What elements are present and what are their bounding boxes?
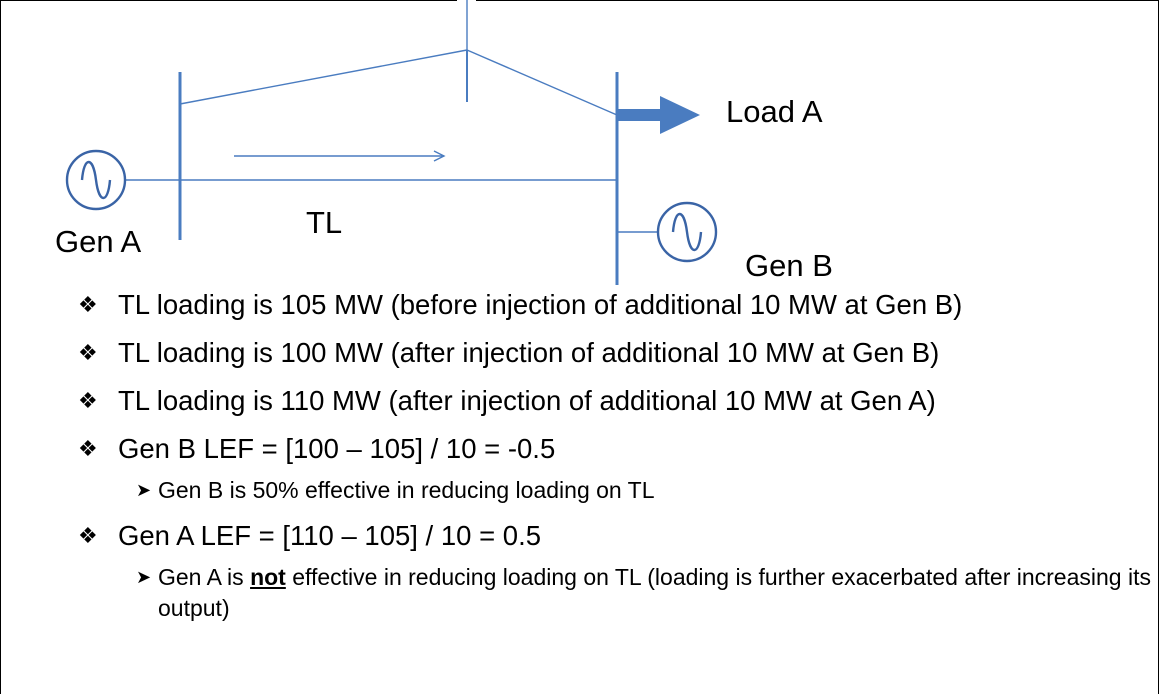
sub-bullet-item: ➤ Gen A is not effective in reducing loa… bbox=[78, 562, 1153, 624]
slide-border-top bbox=[476, 0, 1159, 1]
diamond-bullet-icon: ❖ bbox=[78, 292, 98, 317]
text-before: Gen A is bbox=[158, 564, 251, 590]
sub-bullet-text: Gen B is 50% effective in reducing loadi… bbox=[158, 477, 655, 503]
slide-border-right bbox=[1158, 0, 1159, 694]
line-a-c bbox=[179, 49, 468, 105]
bullet-text: TL loading is 105 MW (before injection o… bbox=[118, 289, 963, 320]
bullet-text: Gen A LEF = [110 – 105] / 10 = 0.5 bbox=[118, 520, 542, 551]
flow-arrow-icon bbox=[234, 150, 446, 162]
bullet-list: ❖ TL loading is 105 MW (before injection… bbox=[78, 287, 1153, 636]
diamond-bullet-icon: ❖ bbox=[78, 436, 98, 461]
sub-bullet-item: ➤ Gen B is 50% effective in reducing loa… bbox=[78, 475, 1153, 506]
gen-a-label: Gen A bbox=[55, 224, 142, 259]
slide-border-left bbox=[0, 0, 1, 694]
arrow-bullet-icon: ➤ bbox=[136, 567, 152, 587]
sine-wave-icon bbox=[656, 201, 718, 263]
tl-label: TL bbox=[306, 205, 343, 240]
text-after: effective in reducing loading on TL (loa… bbox=[158, 564, 1151, 621]
bullet-text: Gen B LEF = [100 – 105] / 10 = -0.5 bbox=[118, 433, 556, 464]
arrow-right-icon bbox=[617, 96, 700, 134]
bullet-text: TL loading is 100 MW (after injection of… bbox=[118, 337, 940, 368]
sub-bullet-text: Gen A is not effective in reducing loadi… bbox=[158, 564, 1151, 621]
bullet-text: TL loading is 110 MW (after injection of… bbox=[118, 385, 936, 416]
diamond-bullet-icon: ❖ bbox=[78, 523, 98, 548]
bullet-item: ❖ TL loading is 100 MW (after injection … bbox=[78, 335, 1153, 371]
bullet-item: ❖ Gen A LEF = [110 – 105] / 10 = 0.5 bbox=[78, 518, 1153, 554]
gen-b-label: Gen B bbox=[745, 248, 833, 283]
bullet-item: ❖ TL loading is 110 MW (after injection … bbox=[78, 383, 1153, 419]
line-c-b bbox=[466, 49, 618, 116]
emphasis-text: not bbox=[250, 564, 286, 590]
arrow-bullet-icon: ➤ bbox=[136, 480, 152, 500]
sine-wave-icon bbox=[65, 149, 127, 211]
diamond-bullet-icon: ❖ bbox=[78, 388, 98, 413]
load-a-label: Load A bbox=[726, 94, 823, 129]
slide-border-top bbox=[0, 0, 457, 1]
one-line-diagram bbox=[65, 0, 718, 285]
bullet-item: ❖ Gen B LEF = [100 – 105] / 10 = -0.5 bbox=[78, 431, 1153, 467]
bullet-item: ❖ TL loading is 105 MW (before injection… bbox=[78, 287, 1153, 323]
diamond-bullet-icon: ❖ bbox=[78, 340, 98, 365]
